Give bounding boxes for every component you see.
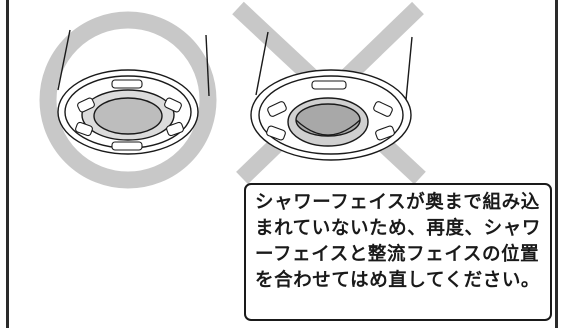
shower-face-misassembled — [250, 31, 413, 161]
correct-circle-symbol — [39, 11, 217, 189]
note-callout: シャワーフェイスが奥まで組み込まれていないため、再度、シャワーフェイスと整流フェ… — [244, 183, 552, 321]
right-border-line — [555, 0, 558, 328]
note-text: シャワーフェイスが奥まで組み込まれていないため、再度、シャワーフェイスと整流フェ… — [255, 192, 541, 291]
left-border-line — [6, 0, 9, 328]
shower-face-assembled — [57, 29, 210, 155]
